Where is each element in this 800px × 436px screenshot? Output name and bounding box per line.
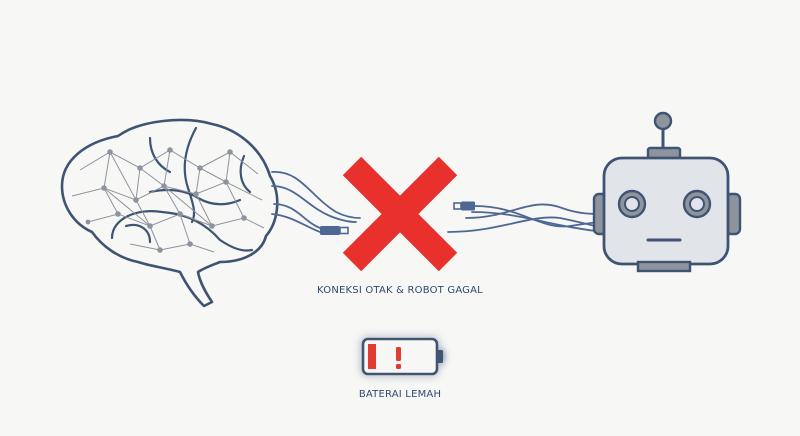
brain-network: [71, 149, 265, 253]
brain-outline: [60, 118, 279, 308]
battery-level-fill: [368, 344, 376, 369]
brain-sulcus-central: [183, 126, 198, 224]
battery-status-label: BATERAI LEMAH: [358, 389, 442, 400]
usb-plug-icon: [320, 226, 349, 235]
robot-head-icon: [592, 111, 742, 273]
usb-plug-icon-right: [453, 201, 475, 211]
connection-status-label: KONEKSI OTAK & ROBOT GAGAL: [317, 285, 483, 296]
brain-wires: [271, 171, 361, 233]
brain-nodes: [85, 147, 247, 253]
red-x-icon: [342, 156, 458, 272]
brain-fold-back: [239, 154, 252, 194]
brain-fold-temporal: [124, 223, 152, 244]
low-battery-icon: [361, 337, 443, 376]
